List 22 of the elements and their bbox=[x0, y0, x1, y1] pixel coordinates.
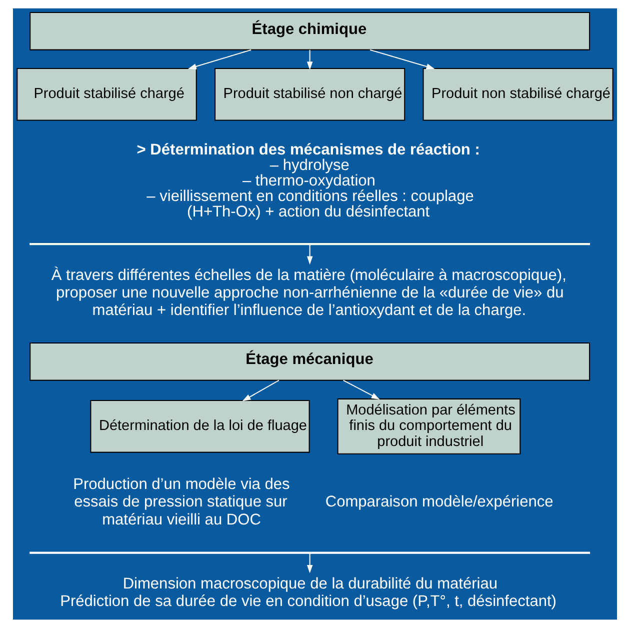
label: – vieillissement en conditions réelles : couplage (H+Th-Ox) + action du désinfectant bbox=[146, 188, 474, 221]
arrow bbox=[306, 553, 313, 574]
label: – thermo-oxydation bbox=[242, 172, 376, 190]
arrow bbox=[306, 50, 313, 70]
arrow bbox=[343, 380, 380, 400]
label: – hydrolyse bbox=[270, 156, 350, 174]
node-text: À travers différentes échelles de la matière (moléculaire à macroscopique), proposer une nouvelle approche non-arrhénienne de la «durée de vie» du matériau + identifier l’influence de l’antioxydant et de la charge. bbox=[51, 266, 566, 320]
node-text: Dimension macroscopique de la durabilité du matériau Prédiction de sa durée de vie en condition d’usage (P,T°, t, désinfectant) bbox=[60, 576, 556, 610]
node-box: Produit stabilisé non chargé bbox=[214, 68, 406, 121]
node-box: Produit stabilisé chargé bbox=[16, 68, 197, 121]
node-box: Étage mécanique bbox=[30, 342, 590, 381]
label: > Détermination des mécanismes de réaction : bbox=[136, 141, 480, 158]
node-box: Étage chimique bbox=[30, 12, 590, 50]
node-box: Détermination de la loi de fluage bbox=[90, 400, 310, 453]
node-label: Production d’un modèle via des essais de pression statique sur matériau vieilli au DOC bbox=[73, 476, 290, 528]
node-label: Comparaison modèle/expérience bbox=[325, 494, 554, 511]
arrow bbox=[306, 244, 313, 265]
node-box: Produit non stabilisé chargé bbox=[422, 68, 614, 121]
node-box: Modélisation par éléments finis du comportement du produit industriel bbox=[337, 398, 521, 454]
arrow bbox=[188, 49, 252, 70]
arrow bbox=[370, 49, 435, 70]
arrow bbox=[242, 380, 280, 402]
